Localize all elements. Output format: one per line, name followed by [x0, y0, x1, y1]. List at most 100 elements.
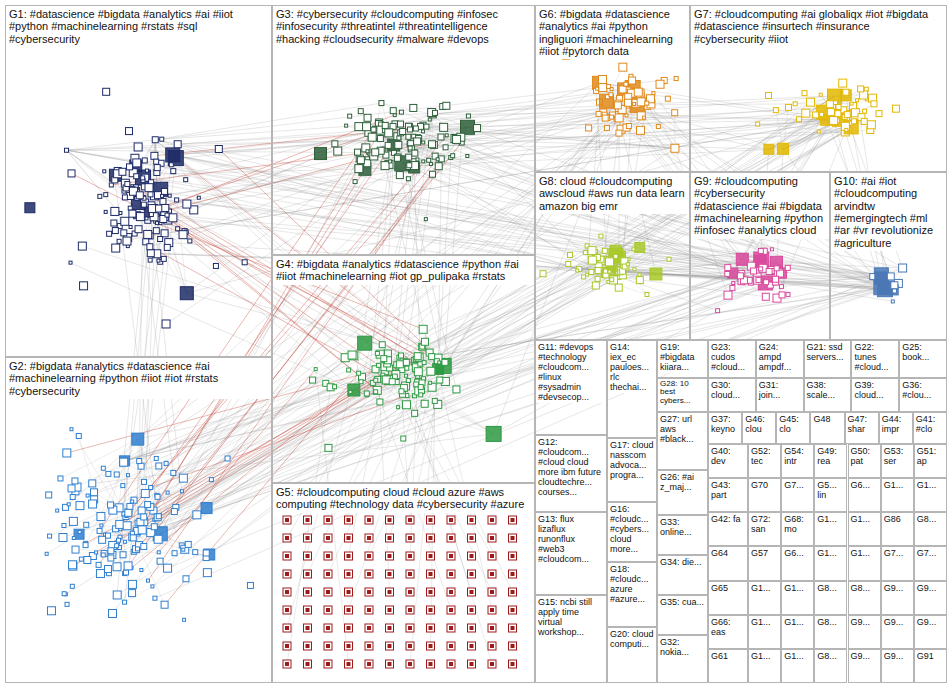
network-vertex	[377, 136, 383, 142]
group-box: G34: die...	[657, 555, 708, 595]
network-vertex	[374, 378, 378, 382]
network-vertex	[133, 159, 141, 167]
network-vertex	[643, 116, 646, 119]
network-vertex	[429, 381, 432, 384]
network-vertex	[152, 137, 158, 143]
group-label: G33: online...	[658, 516, 707, 538]
network-vertex	[84, 522, 89, 527]
group-label: G19: #bigdata kiiara...	[658, 341, 707, 373]
group-label: G7...	[782, 479, 806, 491]
network-vertex	[429, 171, 435, 177]
network-vertex	[671, 144, 679, 152]
network-vertex	[583, 251, 587, 255]
network-vertex	[388, 590, 392, 594]
network-vertex	[891, 282, 898, 289]
network-vertex	[149, 485, 153, 489]
group-label: G61	[709, 650, 730, 662]
network-vertex	[779, 292, 785, 298]
network-vertex	[357, 371, 361, 375]
network-vertex	[172, 551, 177, 556]
network-vertex	[359, 380, 363, 384]
network-vertex	[283, 624, 291, 632]
group-label: G34: die...	[658, 556, 704, 568]
group-label: G13: flux lizaflux runonflux #web3 #clou…	[536, 513, 606, 565]
network-vertex	[589, 270, 594, 275]
network-vertex	[429, 572, 433, 576]
network-vertex	[400, 128, 406, 134]
network-vertex	[388, 572, 392, 576]
network-vertex	[468, 624, 476, 632]
network-vertex	[135, 547, 139, 551]
network-link	[733, 273, 782, 295]
group-box: G68: mo	[781, 512, 814, 546]
network-vertex	[345, 624, 353, 632]
network-vertex	[470, 518, 474, 522]
network-vertex	[414, 368, 422, 376]
network-vertex	[345, 124, 348, 127]
network-link	[160, 130, 373, 534]
network-vertex	[326, 662, 330, 666]
network-vertex	[131, 497, 137, 503]
network-vertex	[397, 121, 403, 127]
network-vertex	[429, 354, 435, 360]
network-vertex	[156, 222, 159, 225]
network-vertex	[345, 660, 353, 668]
group-label: G3: #cybersecurity #cloudcomputing #info…	[273, 6, 534, 47]
network-vertex	[364, 391, 369, 396]
network-vertex	[835, 111, 841, 117]
network-vertex	[440, 123, 448, 131]
network-vertex	[108, 502, 114, 508]
network-vertex	[374, 390, 378, 394]
network-vertex	[443, 145, 448, 150]
group-label: G7: #cloudcomputing #ai globaliqx #iot #…	[691, 6, 946, 47]
network-vertex	[626, 124, 631, 129]
network-vertex	[126, 474, 129, 477]
network-vertex	[388, 662, 392, 666]
group-box: G65	[708, 581, 748, 615]
group-label: G18: #cloudc... azure #azure...	[608, 563, 656, 605]
network-vertex	[592, 282, 599, 289]
group-label: G9...	[882, 616, 906, 628]
group-label: G9...	[849, 650, 873, 662]
group-box: G1...	[814, 512, 847, 546]
group-label: G42: fa	[709, 513, 743, 525]
network-link	[219, 149, 438, 358]
network-vertex	[802, 109, 810, 117]
network-vertex	[225, 456, 230, 461]
network-vertex	[315, 148, 327, 160]
network-vertex	[619, 63, 627, 71]
network-vertex	[306, 536, 310, 540]
group-label: G46: clou	[743, 413, 775, 435]
network-vertex	[509, 642, 517, 650]
network-vertex	[406, 642, 414, 650]
network-vertex	[142, 479, 147, 484]
network-vertex	[285, 608, 289, 612]
network-vertex	[366, 150, 369, 153]
network-vertex	[104, 210, 107, 213]
network-vertex	[103, 88, 110, 95]
group-box: G35: cua...	[657, 595, 708, 635]
network-vertex	[203, 569, 211, 577]
network-vertex	[490, 608, 494, 612]
network-vertex	[636, 277, 643, 284]
group-box: G54: intr	[781, 444, 814, 478]
group-label: G65	[709, 582, 730, 594]
group-box: G15: ncbi still apply time virtual works…	[535, 595, 607, 683]
group-label: G7...	[915, 547, 939, 559]
network-vertex	[324, 588, 332, 596]
network-vertex	[136, 192, 143, 199]
group-box: G36: #clou...	[899, 378, 947, 412]
network-vertex	[154, 165, 160, 171]
network-vertex	[365, 534, 373, 542]
group-box: G10: #ai #iot #cloudcomputing arvindtw #…	[830, 172, 947, 340]
network-vertex	[347, 572, 351, 576]
network-vertex	[86, 494, 89, 497]
network-link	[361, 160, 742, 259]
group-box: G18: #cloudc... azure #azure...	[607, 562, 657, 627]
network-vertex	[355, 149, 361, 155]
network-vertex	[509, 516, 517, 524]
network-link	[594, 257, 656, 274]
network-vertex	[766, 269, 772, 275]
network-vertex	[367, 608, 371, 612]
group-box: G48	[810, 412, 844, 444]
